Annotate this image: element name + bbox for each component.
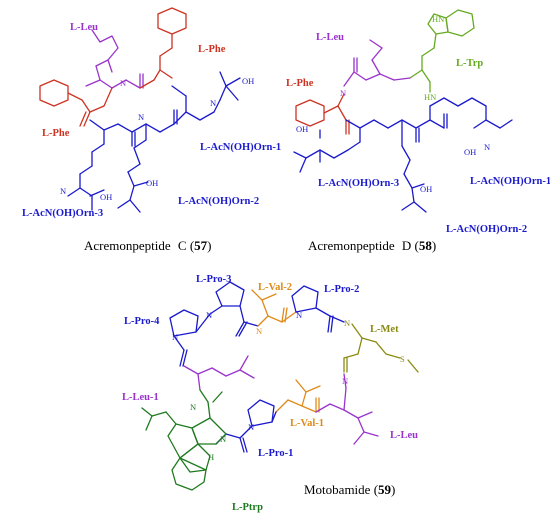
acremonpeptide-c-oh-orn2: OH [146,178,158,188]
acremonpeptide-c-n-orn3: N [60,186,66,196]
acremonpeptide-c-label-orn2: L-AcN(OH)Orn-2 [178,196,259,207]
motobamide-n-pro1: N [248,422,254,432]
motobamide-n-pro3: N [206,310,212,320]
acremonpeptide-c-oh-orn1: OH [242,76,254,86]
motobamide-nh-met: N [344,318,350,328]
acremonpeptide-c-label-orn1: L-AcN(OH)Orn-1 [200,142,281,153]
motobamide-caption: Motobamide (59) [304,482,395,497]
acremonpeptide-d-oh-orn2: OH [420,184,432,194]
acremonpeptide-c-label-leu: L-Leu [70,22,98,33]
motobamide-label-pro4: L-Pro-4 [124,316,160,327]
motobamide-nh-val2: N [256,326,262,336]
motobamide-nh-leu: N [342,376,348,386]
acremonpeptide-d-n-orn1: N [484,142,490,152]
motobamide-label-met: L-Met [370,324,399,335]
acremonpeptide-d-oh-orn3: OH [296,124,308,134]
motobamide-label-leu1: L-Leu-1 [122,392,159,403]
motobamide-n-ptrp: N [220,434,226,444]
acremonpeptide-d-label-orn3: L-AcN(OH)Orn-3 [318,178,399,189]
motobamide-label-val1: L-Val-1 [290,418,324,429]
acremonpeptide-c-nh-leu: N [120,78,126,88]
acremonpeptide-c-label-phe-left: L-Phe [42,128,70,139]
acremonpeptide-d-label-orn1: L-AcN(OH)Orn-1 [470,176,550,187]
acremonpeptide-c-caption: Acremonpeptide C (57) [84,238,212,253]
motobamide-label-pro2: L-Pro-2 [324,284,359,295]
acremonpeptide-d-hn-trp: HN [424,92,436,102]
motobamide-label-val2: L-Val-2 [258,282,292,293]
acremonpeptide-d-label-trp: L-Trp [456,58,483,69]
acremonpeptide-d-structure: HN HN N OH N OH OH L-Leu L-Trp L-Phe L-A… [286,9,550,253]
acremonpeptide-c-oh-orn3: OH [100,192,112,202]
acremonpeptide-d-label-leu: L-Leu [316,32,344,43]
acremonpeptide-c-n-orn1: N [210,98,216,108]
acremonpeptide-c-label-orn3: L-AcN(OH)Orn-3 [22,208,103,219]
motobamide-n-pro2: N [296,310,302,320]
acremonpeptide-d-nh-leu: N [340,88,346,98]
acremonpeptide-d-label-orn2: L-AcN(OH)Orn-2 [446,224,527,235]
acremonpeptide-d-caption: Acremonpeptide D (58) [308,238,436,253]
acremonpeptide-d-label-phe: L-Phe [286,78,314,89]
acremonpeptide-d-oh-orn1: OH [464,147,476,157]
acremonpeptide-c-label-phe-top: L-Phe [198,44,226,55]
motobamide-label-pro3: L-Pro-3 [196,274,231,285]
acremonpeptide-c-nh-orn: N [138,112,144,122]
motobamide-label-leu: L-Leu [390,430,418,441]
acremonpeptide-d-hn-indole: HN [432,14,444,24]
motobamide-label-ptrp: L-Ptrp [232,502,263,513]
motobamide-nh-ptrp: N [190,402,196,412]
motobamide-h-ptrp: H [208,452,214,462]
motobamide-label-pro1: L-Pro-1 [258,448,293,459]
motobamide-structure: N N N N S N N N N H N L-Pro-3 L-Val-2 L-… [122,274,419,513]
acremonpeptide-c-structure: N N OH OH N OH N L-Leu L-Phe L-Phe L-AcN… [22,7,281,253]
motobamide-n-pro4: N [172,332,178,342]
motobamide-s-met: S [400,354,405,364]
